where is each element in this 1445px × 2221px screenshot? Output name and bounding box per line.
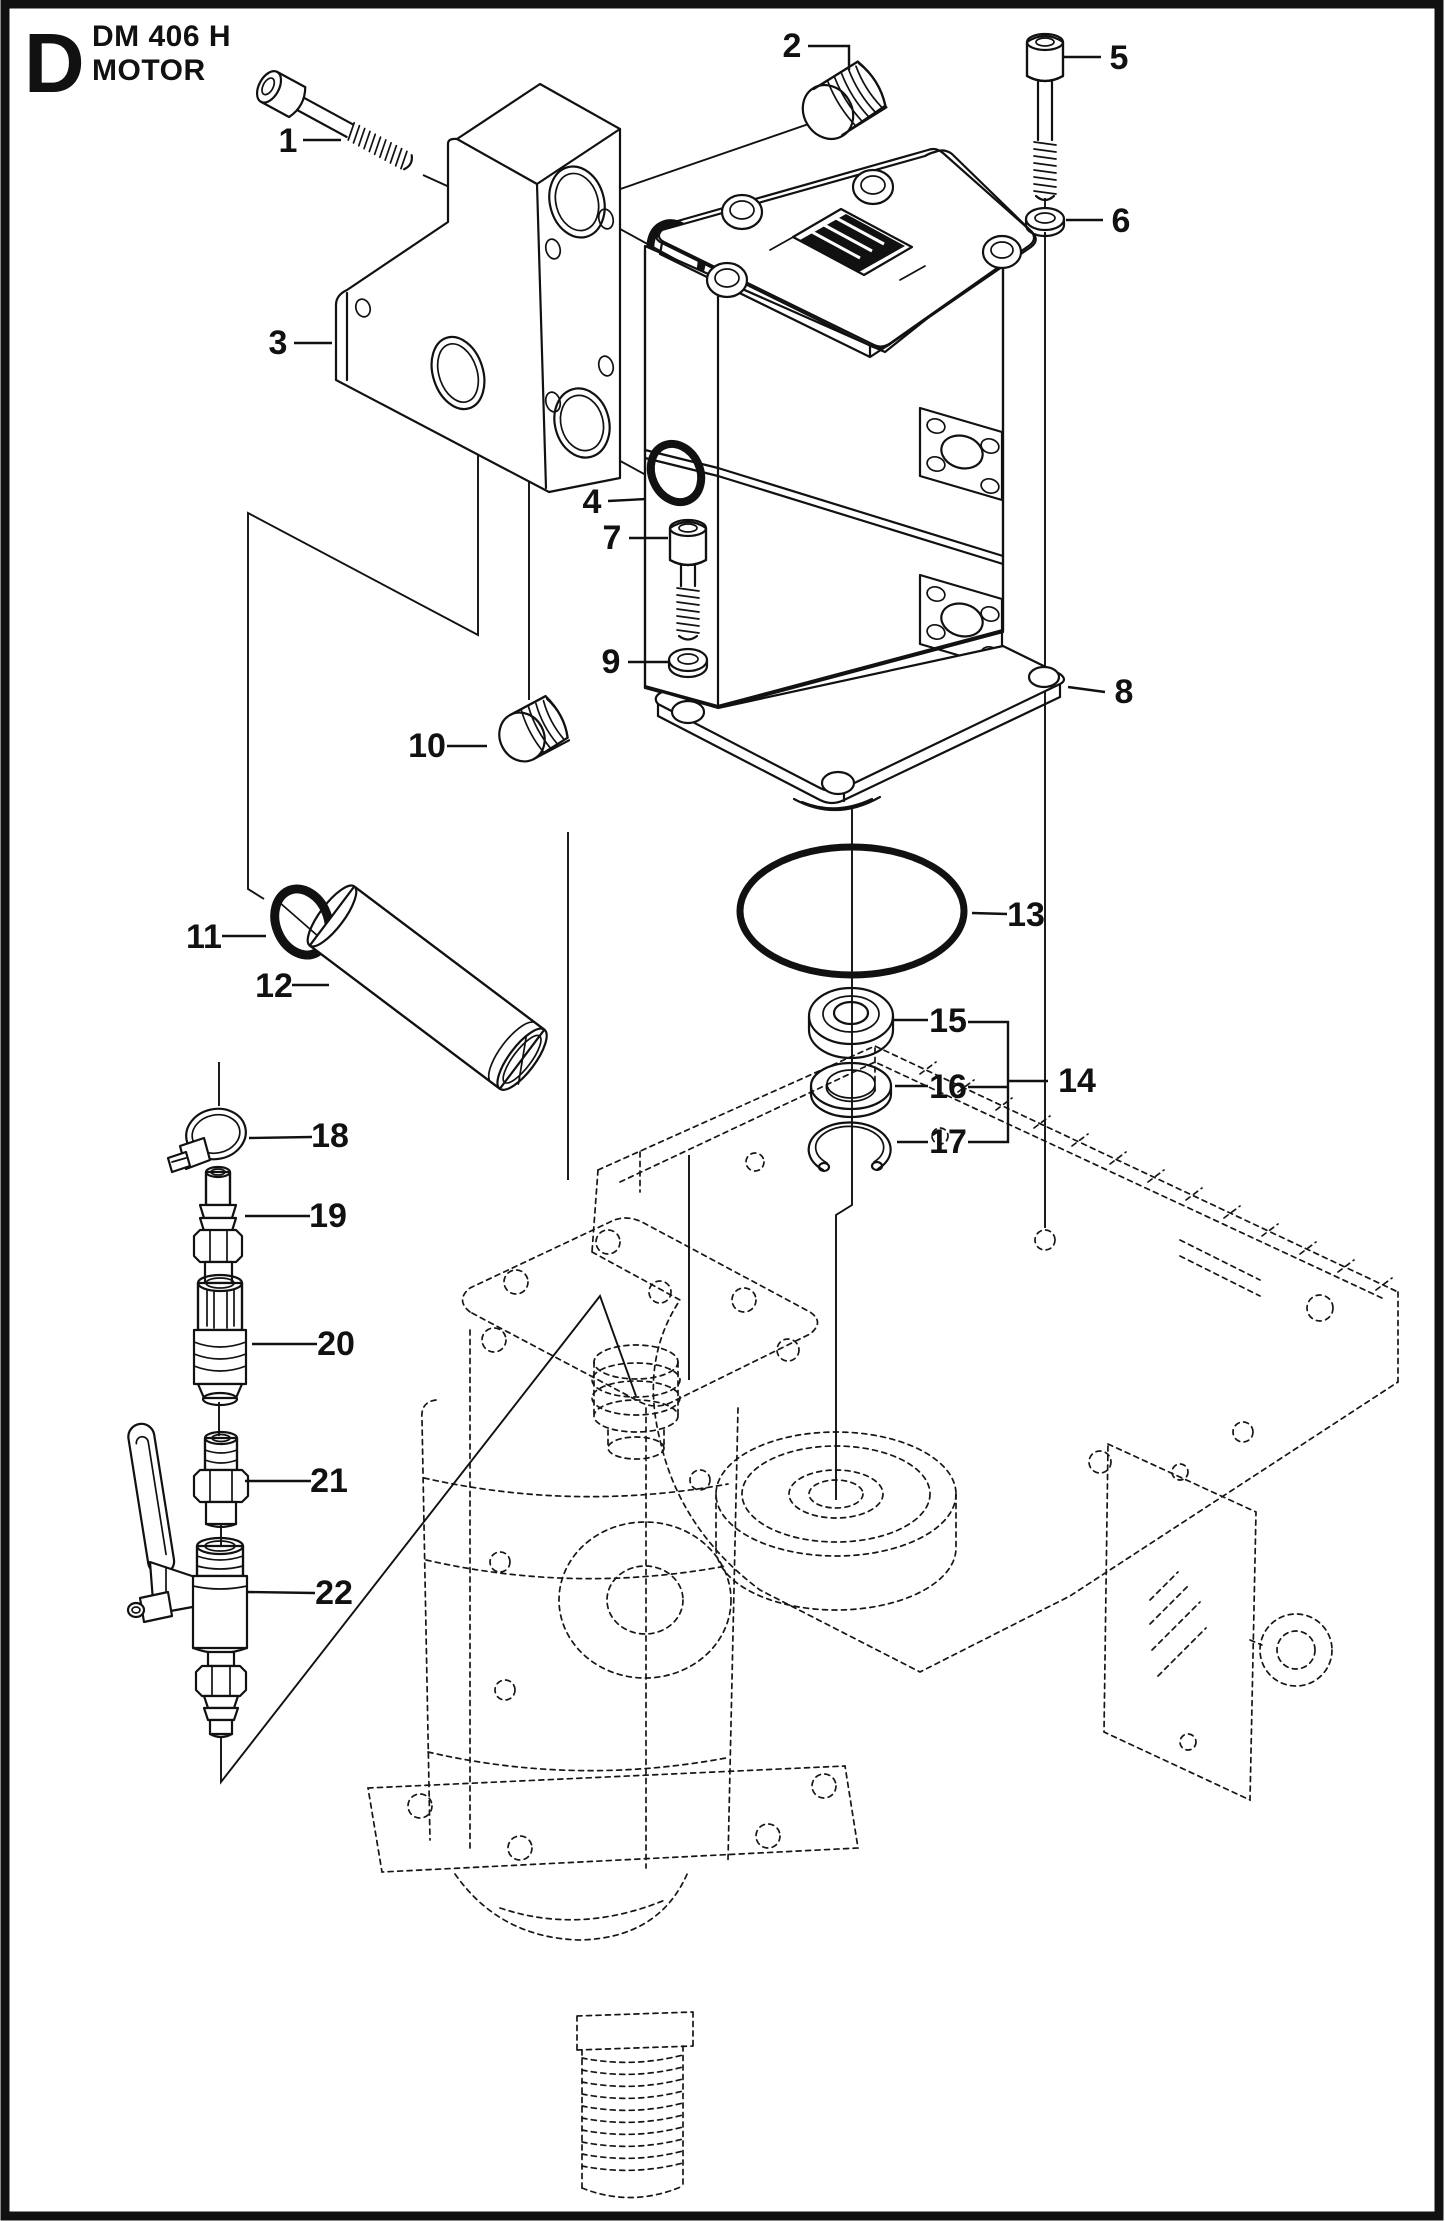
callout-20: 20	[252, 1325, 355, 1363]
callout-10-number: 10	[408, 727, 446, 765]
callout-13-number: 13	[1007, 896, 1045, 934]
callout-14-number: 14	[1058, 1062, 1096, 1100]
callout-12: 12	[255, 967, 329, 1005]
callout-15-number: 15	[929, 1002, 967, 1040]
callout-3-number: 3	[269, 324, 288, 362]
callout-19-number: 19	[309, 1197, 347, 1235]
callout-2-number: 2	[783, 27, 802, 65]
part-19-hose-nipple	[192, 1165, 244, 1288]
callout-16-number: 16	[929, 1068, 967, 1106]
gearbox-phantom	[367, 1045, 1399, 2199]
part-20-quick-coupling	[192, 1273, 248, 1407]
callout-17-number: 17	[929, 1123, 967, 1161]
callout-2: 2	[783, 27, 851, 70]
callout-1-number: 1	[279, 122, 298, 160]
callout-7: 7	[603, 519, 668, 557]
motor-top-connector	[791, 207, 914, 277]
part-10-plug	[498, 695, 571, 763]
callout-21: 21	[245, 1462, 348, 1500]
callout-18-leader	[248, 1135, 313, 1140]
callout-13: 13	[971, 896, 1045, 934]
motor-top-screws	[705, 168, 1023, 299]
callout-3: 3	[269, 324, 332, 362]
callout-7-number: 7	[603, 519, 622, 557]
callout-5: 5	[1064, 39, 1128, 77]
callout-1: 1	[279, 122, 341, 160]
callout-9: 9	[602, 643, 670, 681]
page-title: MOTOR	[92, 54, 206, 87]
part-1-socket-screw	[255, 70, 413, 171]
part-15-bearing	[807, 986, 895, 1060]
callout-21-number: 21	[310, 1462, 348, 1500]
callout-16: 16	[895, 1068, 967, 1106]
callout-2-leader	[808, 44, 851, 70]
callout-6: 6	[1066, 202, 1130, 240]
callout-19: 19	[245, 1197, 347, 1235]
part-21-nipple	[192, 1430, 250, 1529]
part-22-ball-valve	[126, 1422, 249, 1739]
model-code: DM 406 H	[92, 20, 231, 53]
part-7-socket-screw	[668, 518, 708, 641]
callout-13-leader	[971, 911, 1008, 916]
part-8-motor	[643, 147, 1066, 812]
callout-14-bracket	[968, 1020, 1048, 1144]
callout-4-number: 4	[583, 483, 602, 521]
callout-5-number: 5	[1110, 39, 1129, 77]
callout-14: 14	[968, 1020, 1096, 1144]
part-13-o-ring	[736, 843, 968, 979]
callout-17: 17	[897, 1123, 967, 1161]
part-12-filter-sleeve	[306, 884, 548, 1091]
callouts: 1 2 3 4 5 6 7 8	[186, 27, 1133, 1612]
callout-20-number: 20	[317, 1325, 355, 1363]
callout-22-number: 22	[315, 1574, 353, 1612]
callout-22: 22	[246, 1574, 353, 1612]
callout-9-number: 9	[602, 643, 621, 681]
callout-22-leader	[246, 1590, 316, 1595]
motor-flange	[654, 644, 1066, 812]
callout-11-number: 11	[186, 918, 222, 956]
callout-8-number: 8	[1115, 673, 1134, 711]
part-2-plug	[801, 60, 888, 141]
part-5-socket-screw	[1025, 32, 1065, 202]
part-4-o-ring	[646, 439, 706, 507]
title-block: D DM 406 H MOTOR	[24, 16, 231, 110]
part-16-support-ring	[809, 1061, 893, 1119]
part-18-hose-clamp	[166, 1107, 247, 1174]
callout-4-leader	[607, 497, 647, 503]
callout-10: 10	[408, 727, 487, 765]
callout-6-number: 6	[1112, 202, 1131, 240]
callout-8-leader	[1067, 685, 1106, 694]
callout-18-number: 18	[311, 1117, 349, 1155]
motor-port-panel-upper	[918, 406, 1004, 502]
callout-18: 18	[248, 1117, 349, 1155]
part-6-washer	[1024, 206, 1066, 238]
callout-12-number: 12	[255, 967, 293, 1005]
section-letter: D	[24, 16, 85, 110]
callout-11: 11	[186, 918, 266, 956]
callout-15: 15	[893, 1002, 967, 1040]
callout-8: 8	[1067, 673, 1134, 711]
callout-4: 4	[583, 483, 647, 521]
part-3-manifold-block	[334, 82, 622, 494]
part-17-snap-ring	[807, 1121, 892, 1173]
